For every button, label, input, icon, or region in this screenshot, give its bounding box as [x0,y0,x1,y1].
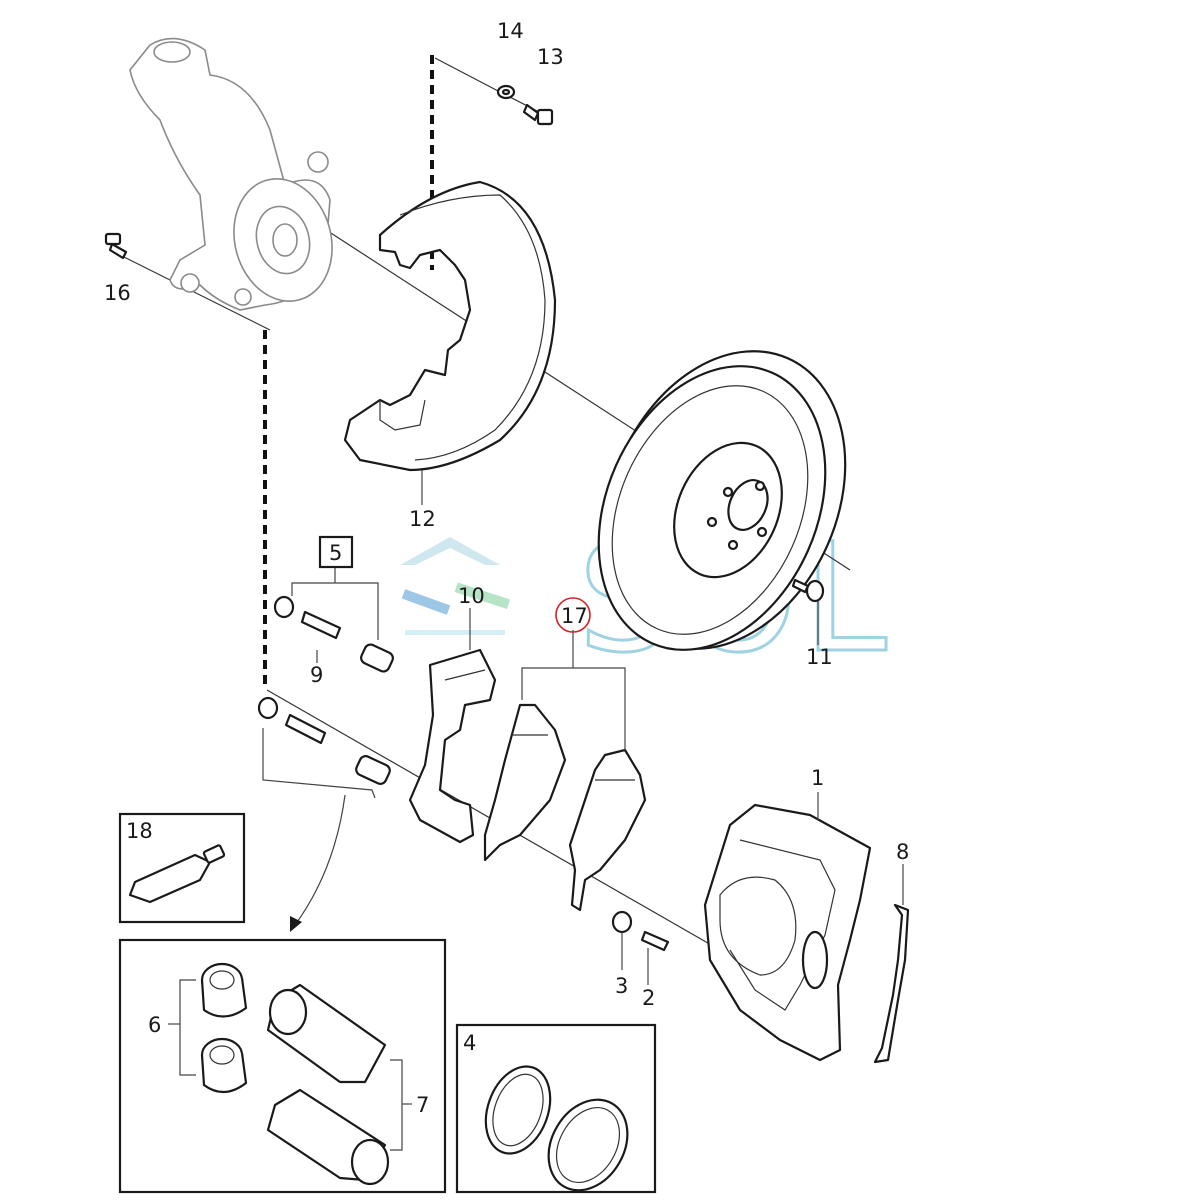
callout-14: 14 [497,19,524,43]
guide-pin-lower-icon [257,696,391,785]
callout-3: 3 [615,974,628,998]
grease-tube-icon [128,844,226,904]
leader-14 [434,57,501,93]
brake-disc-icon [597,350,847,651]
callout-12: 12 [409,507,436,531]
leader-16 [119,254,271,331]
bolt-13-icon [522,103,554,126]
boot-7-lower-icon [266,1088,390,1186]
boot-7-upper-icon [266,983,387,1084]
callout-17: 17 [561,604,588,628]
washer-14-icon [496,84,516,100]
bracket-lower-kit [262,728,376,799]
bleed-cap-3-icon [611,910,633,934]
callout-13: 13 [537,45,564,69]
callout-8: 8 [896,840,909,864]
callout-17-highlight [555,597,591,633]
bleed-screw-2-icon [640,930,670,952]
caliper-icon [703,803,872,1062]
box-kit [118,938,447,1194]
callout-1: 1 [811,766,824,790]
bracket-7 [390,1059,403,1151]
screw-11-icon [791,578,825,603]
callout-18: 18 [126,819,153,843]
arrow-to-kit [294,794,346,926]
callout-10: 10 [458,584,485,608]
callout-11: 11 [806,645,833,669]
callout-6: 6 [148,1013,161,1037]
callout-5-box [318,535,354,569]
bushing-6-lower-icon [200,1037,248,1094]
spring-clip-icon [873,903,910,1064]
callout-4: 4 [463,1031,476,1055]
callout-9: 9 [310,663,323,687]
brake-pad-inner-icon [483,703,567,862]
callout-5: 5 [329,541,342,565]
bushing-6-upper-icon [200,962,248,1018]
piston-seal-icon [484,1065,552,1155]
callout-16: 16 [104,281,131,305]
caliper-carrier-icon [408,648,497,844]
guide-pin-upper-icon [273,595,394,673]
dust-shield-icon [343,180,557,472]
steering-knuckle-icon [129,37,333,311]
callout-7: 7 [416,1093,429,1117]
bracket-6 [179,979,196,1076]
dust-boot-seal-icon [547,1098,629,1192]
callout-2: 2 [642,986,655,1010]
brake-pad-outer-icon [568,748,647,912]
bolt-16-icon [104,232,128,260]
